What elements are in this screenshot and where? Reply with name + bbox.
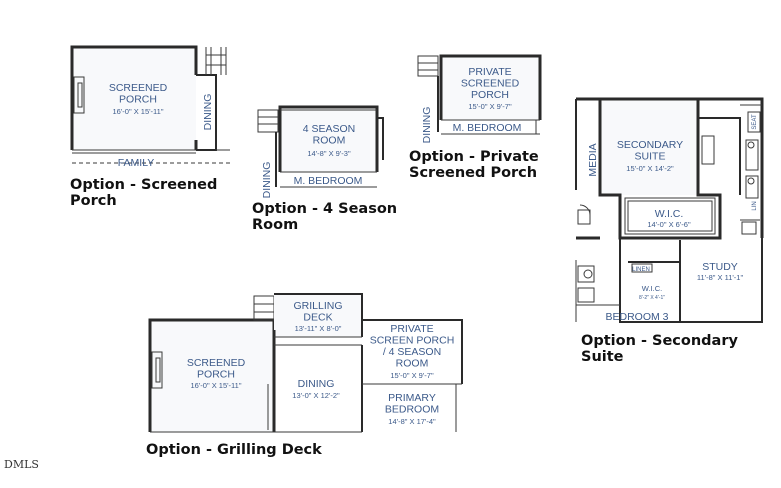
label-line: PORCH — [471, 89, 509, 101]
grilling-deck-plan — [148, 293, 463, 433]
label-line: GRILLING — [293, 300, 342, 312]
caption-private-screened-porch: Option - Private Screened Porch — [409, 149, 539, 181]
room-dim-dining-4: 13'-0" X 12'-2" — [292, 391, 340, 400]
room-dim-four-season-room: 14'-8" X 9'-3" — [307, 149, 351, 158]
label-line: SCREEN PORCH — [370, 335, 455, 347]
room-dim-private-screened-porch: 15'-0" X 9'-7" — [468, 102, 512, 111]
watermark: DMLS — [4, 458, 39, 471]
label-line: ROOM — [396, 358, 429, 370]
caption-grilling-deck: Option - Grilling Deck — [146, 442, 322, 458]
caption-secondary-suite: Option - Secondary Suite — [581, 333, 738, 365]
room-dim-wic: 14'-0" X 6'-6" — [647, 220, 691, 229]
room-label-m-bedroom-3: M. BEDROOM — [453, 122, 522, 134]
room-label-bedroom-3: BEDROOM 3 — [605, 311, 668, 323]
room-label-linen: LINEN — [632, 267, 650, 273]
room-label-dining-4: DINING — [298, 378, 335, 390]
room-dim-grilling-deck: 13'-11" X 8'-0" — [295, 324, 342, 333]
label-line: ROOM — [313, 135, 346, 147]
label-line: SCREENED — [187, 357, 246, 369]
label-line: 4 SEASON — [303, 123, 356, 135]
room-dim-primary-bedroom: 14'-8" X 17'-4" — [388, 417, 436, 426]
secondary-suite-plan — [575, 97, 764, 323]
room-dim-secondary-suite: 15'-0" X 14'-2" — [626, 164, 674, 173]
label-line: SCREENED — [109, 82, 168, 94]
room-label-family: FAMILY — [118, 157, 155, 169]
room-dim-screened-porch: 16'-0" X 15'-11" — [113, 107, 164, 116]
label-line: SECONDARY — [617, 139, 683, 151]
label-line: PORCH — [119, 94, 157, 106]
room-label-seat: SEAT — [752, 114, 758, 130]
room-label-study: STUDY — [702, 261, 738, 273]
room-label-dining: DINING — [202, 94, 214, 131]
room-label-media: MEDIA — [587, 143, 599, 176]
room-dim-study: 11'-8" X 11'-1" — [697, 273, 744, 282]
caption-four-season-room: Option - 4 Season Room — [252, 201, 398, 233]
label-line: PRIVATE — [468, 66, 511, 78]
room-label-dining-3: DINING — [421, 107, 433, 144]
room-label-wic: W.I.C. — [655, 208, 684, 220]
room-dim-wic-2: 8'-2" X 4'-1" — [639, 295, 665, 301]
label-line: PRIVATE — [390, 323, 433, 335]
label-line: PORCH — [197, 369, 235, 381]
label-line: / 4 SEASON — [383, 346, 441, 358]
label-line: BEDROOM — [385, 404, 439, 416]
label-line: SCREENED — [461, 78, 520, 90]
screened-porch-plan — [70, 45, 230, 164]
room-label-wic-2: W.I.C. — [642, 284, 662, 293]
four-season-room-plan — [257, 105, 384, 188]
room-label-m-bedroom-2: M. BEDROOM — [294, 175, 363, 187]
room-dim-screened-porch-2: 16'-0" X 15'-11" — [191, 381, 242, 390]
label-line: DECK — [303, 312, 332, 324]
caption-screened-porch: Option - Screened Porch — [70, 177, 218, 209]
label-line: SUITE — [635, 151, 666, 163]
room-label-dining-2: DINING — [261, 162, 273, 199]
label-line: PRIMARY — [388, 392, 436, 404]
room-dim-private-screen-porch: 15'-0" X 9'-7" — [390, 371, 434, 380]
room-label-lin: LIN — [752, 201, 758, 210]
private-screened-porch-plan — [417, 54, 542, 135]
